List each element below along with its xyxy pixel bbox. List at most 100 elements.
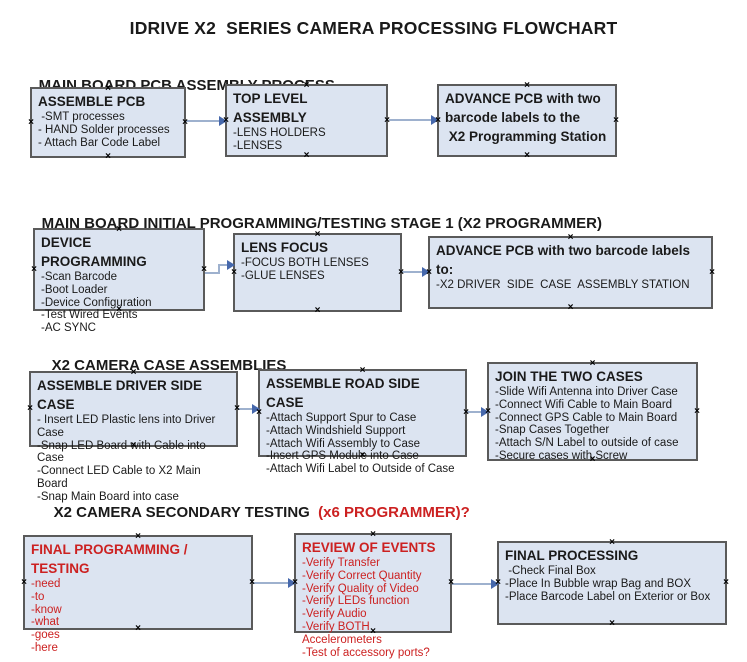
anchor-handle-icon[interactable]: × (609, 537, 615, 548)
box-lens-focus[interactable]: LENS FOCUS -FOCUS BOTH LENSES -GLUE LENS… (231, 229, 404, 316)
box-line: -Verify BOTH Accelerometers (302, 620, 382, 646)
anchor-handle-icon[interactable]: × (28, 116, 34, 128)
anchor-handle-icon[interactable]: × (613, 114, 619, 126)
anchor-handle-icon[interactable]: × (105, 83, 111, 94)
anchor-handle-icon[interactable]: × (249, 576, 255, 588)
box-line: -Connect GPS Cable to Main Board (495, 411, 678, 424)
anchor-handle-icon[interactable]: × (201, 263, 207, 275)
box-line: -know (31, 603, 62, 616)
anchor-handle-icon[interactable]: × (303, 150, 310, 161)
anchor-handle-icon[interactable]: × (485, 405, 491, 417)
box-title: LENS FOCUS (241, 240, 329, 255)
anchor-handle-icon[interactable]: × (116, 304, 122, 315)
anchor-handle-icon[interactable]: × (435, 114, 441, 126)
arrow-segment (218, 264, 233, 266)
arrow-segment (218, 264, 220, 274)
box-assemble-road-side-case[interactable]: ASSEMBLE ROAD SIDE CASE -Attach Support … (256, 365, 469, 476)
box-line: -SMT processes (38, 111, 125, 123)
anchor-handle-icon[interactable]: × (130, 440, 137, 451)
box-review-of-events[interactable]: REVIEW OF EVENTS -Verify Transfer -Verif… (292, 529, 454, 659)
box-line: - HAND Solder processes (38, 123, 170, 136)
box-line: -need (31, 578, 61, 590)
anchor-handle-icon[interactable]: × (398, 266, 404, 278)
anchor-handle-icon[interactable]: × (135, 531, 141, 542)
anchor-handle-icon[interactable]: × (589, 454, 596, 465)
anchor-handle-icon[interactable]: × (223, 114, 229, 126)
anchor-handle-icon[interactable]: × (231, 266, 237, 278)
anchor-handle-icon[interactable]: × (359, 365, 366, 376)
box-title: ADVANCE PCB with two barcode labels to t… (445, 91, 607, 144)
box-line: -Verify Quality of Video (302, 582, 419, 595)
anchor-handle-icon[interactable]: × (709, 266, 715, 278)
flow-arrow[interactable] (186, 116, 227, 126)
box-line: -LENS HOLDERS (233, 127, 326, 139)
anchor-handle-icon[interactable]: × (694, 405, 700, 417)
anchor-handle-icon[interactable]: × (589, 358, 596, 369)
anchor-handle-icon[interactable]: × (723, 577, 729, 588)
box-line: -Verify LEDs function (302, 595, 410, 608)
anchor-handle-icon[interactable]: × (31, 263, 37, 275)
anchor-handle-icon[interactable]: × (292, 577, 298, 588)
anchor-handle-icon[interactable]: × (182, 116, 188, 128)
box-final-processing[interactable]: FINAL PROCESSING -Check Final Box -Place… (495, 537, 729, 629)
box-final-programming-testing[interactable]: FINAL PROGRAMMING / TESTING -need -to -k… (21, 531, 255, 654)
box-title: TOP LEVEL ASSEMBLY (233, 91, 311, 125)
anchor-handle-icon[interactable]: × (495, 577, 501, 588)
anchor-handle-icon[interactable]: × (384, 114, 390, 126)
anchor-handle-icon[interactable]: × (256, 407, 262, 418)
box-title: DEVICE PROGRAMMING (41, 235, 147, 269)
section-heading-initial-programming: MAIN BOARD INITIAL PROGRAMMING/TESTING S… (25, 198, 602, 249)
flow-arrow[interactable] (238, 404, 260, 414)
anchor-handle-icon[interactable]: × (359, 450, 366, 461)
box-title: FINAL PROGRAMMING / TESTING (31, 542, 192, 576)
anchor-handle-icon[interactable]: × (135, 623, 141, 634)
box-line: -GLUE LENSES (241, 269, 325, 282)
anchor-handle-icon[interactable]: × (234, 403, 240, 414)
anchor-handle-icon[interactable]: × (448, 577, 454, 588)
anchor-handle-icon[interactable]: × (463, 407, 469, 418)
anchor-handle-icon[interactable]: × (21, 576, 27, 588)
box-line: -here (31, 641, 58, 654)
anchor-handle-icon[interactable]: × (27, 403, 33, 414)
anchor-handle-icon[interactable]: × (314, 229, 321, 240)
flow-arrow[interactable] (205, 260, 235, 274)
arrowhead-icon (431, 115, 439, 125)
box-line: -Attach Support Spur to Case (266, 412, 417, 424)
anchor-handle-icon[interactable]: × (370, 529, 376, 540)
box-line: -to (31, 590, 45, 603)
section-heading-secondary-testing: X2 CAMERA SECONDARY TESTING (x6 PROGRAMM… (37, 487, 470, 538)
box-line: -Snap LED Board with Cable into Case (37, 439, 209, 465)
anchor-handle-icon[interactable]: × (314, 305, 321, 316)
anchor-handle-icon[interactable]: × (524, 80, 530, 91)
flow-arrow[interactable] (402, 267, 430, 277)
box-line: -Attach Wifi Assembly to Case (266, 437, 421, 450)
box-assemble-driver-side-case[interactable]: ASSEMBLE DRIVER SIDE CASE - Insert LED P… (27, 367, 240, 503)
anchor-handle-icon[interactable]: × (370, 626, 376, 637)
anchor-handle-icon[interactable]: × (130, 367, 137, 378)
arrowhead-icon (219, 116, 227, 126)
box-device-programming[interactable]: DEVICE PROGRAMMING -Scan Barcode -Boot L… (31, 224, 207, 335)
anchor-handle-icon[interactable]: × (609, 618, 615, 629)
box-line: -Check Final Box (505, 565, 596, 577)
anchor-handle-icon[interactable]: × (426, 266, 432, 278)
box-top-level-assembly[interactable]: TOP LEVEL ASSEMBLY -LENS HOLDERS -LENSES… (223, 80, 390, 161)
flow-arrow[interactable] (389, 115, 439, 125)
box-line: -Slide Wifi Antenna into Driver Case (495, 386, 678, 398)
box-advance-pcb-driver-side[interactable]: ADVANCE PCB with two barcode labels to: … (426, 232, 715, 313)
box-line: -Place In Bubble wrap Bag and BOX (505, 577, 692, 590)
anchor-handle-icon[interactable]: × (524, 150, 530, 161)
flow-arrow[interactable] (253, 578, 296, 588)
anchor-handle-icon[interactable]: × (567, 302, 574, 313)
anchor-handle-icon[interactable]: × (567, 232, 574, 243)
box-join-the-two-cases[interactable]: JOIN THE TWO CASES -Slide Wifi Antenna i… (485, 358, 700, 465)
box-advance-pcb-programming-station[interactable]: ADVANCE PCB with two barcode labels to t… (435, 80, 619, 161)
anchor-handle-icon[interactable]: × (116, 224, 122, 235)
box-line: -Secure cases with Screw (495, 449, 628, 462)
flow-arrow[interactable] (452, 579, 499, 589)
box-line: -AC SYNC (41, 322, 96, 335)
anchor-handle-icon[interactable]: × (105, 151, 111, 162)
box-assemble-pcb[interactable]: ASSEMBLE PCB -SMT processes - HAND Solde… (28, 83, 188, 162)
anchor-handle-icon[interactable]: × (303, 80, 310, 91)
flow-arrow[interactable] (467, 407, 489, 417)
